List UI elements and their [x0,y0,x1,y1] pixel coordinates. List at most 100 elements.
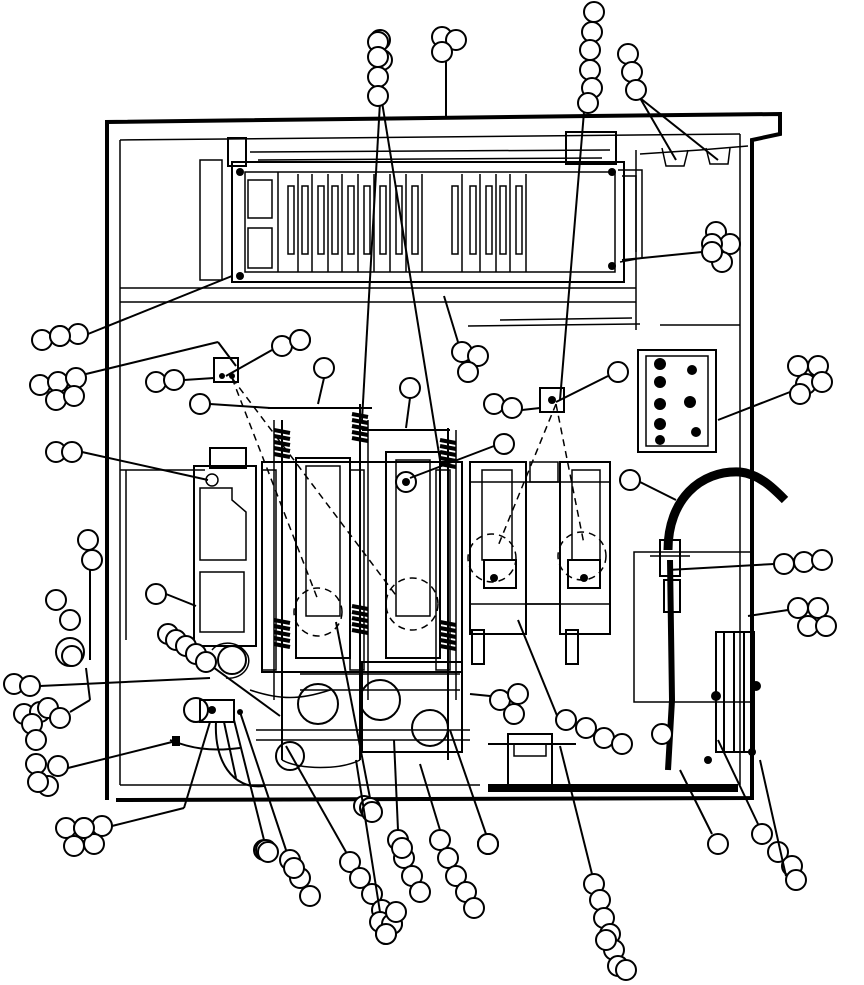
callout-c24 [747,597,837,637]
callout-c36 [419,763,485,919]
callout-balloon [67,323,89,345]
callout-c12 [399,377,421,429]
spring-coil [273,642,291,649]
callout-c07 [31,275,233,351]
callout-balloon [579,39,601,61]
callout-balloon [367,66,389,88]
callout-balloon [25,753,47,775]
card-slot [347,185,355,255]
spring-coil [273,624,291,631]
callout-c19 [717,355,833,421]
callout-c28 [21,667,91,751]
callout-balloon [271,335,293,357]
callout-c21 [619,469,677,501]
callout-balloon [607,361,629,383]
card-slot [515,185,523,255]
leader-line [69,699,91,713]
callout-c46 [355,759,407,945]
callout-balloon [437,847,459,869]
callout-c10 [145,369,215,393]
spring-coil [351,604,369,611]
leader-line [67,741,173,769]
callout-c40 [449,729,499,855]
leader-line [639,481,677,501]
breaker-units [469,461,611,665]
leader-line [469,693,491,697]
callout-balloon [555,709,577,731]
card-slot [317,185,325,255]
callout-balloon [595,929,617,951]
callout-balloon [431,41,453,63]
callout-c15 [483,393,541,419]
callout-balloon [615,959,637,981]
callout-balloon [349,867,371,889]
spring-coil [439,438,457,445]
callout-c18 [409,433,515,479]
callout-c04 [559,1,605,401]
spring-coil [439,632,457,639]
callout-balloon [47,371,69,393]
callout-balloon [361,801,383,823]
callout-balloon [195,651,217,673]
callout-balloon [375,923,397,945]
callout-balloon [793,551,815,573]
spring-coil [439,444,457,451]
leader-line [409,445,495,479]
card-slot [469,185,477,255]
spring-coil [439,638,457,645]
leader-line [559,745,593,875]
callout-balloon [445,865,467,887]
callout-balloon [73,817,95,839]
leader-line [747,609,789,617]
callout-balloon [283,857,305,879]
callout-balloon [299,885,321,907]
callout-balloon [19,675,41,697]
leader-line [111,807,185,827]
leader-line [667,563,775,571]
callout-balloon [789,383,811,405]
card-slot [301,185,309,255]
leader-line [381,101,441,461]
spring-coil [273,440,291,447]
callout-balloons [3,1,837,981]
callout-balloon [163,369,185,391]
callout-balloon [581,21,603,43]
resistor-stack [704,631,761,764]
callout-balloon [63,835,85,857]
callout-balloon [751,823,773,845]
leader-line [517,619,559,719]
leader-line [443,295,459,343]
callout-c14 [443,295,489,383]
spring-coil [439,644,457,651]
callout-balloon [83,833,105,855]
spring-coil [439,450,457,457]
terminal-board [637,349,717,453]
callout-c35 [387,739,431,903]
callout-c30 [25,741,173,797]
callout-balloon [589,889,611,911]
callout-c05 [617,43,719,161]
card-slot [379,185,387,255]
spring-coil [351,412,369,419]
callout-balloon [811,549,833,571]
callout-balloon [77,529,99,551]
spring-coil [351,436,369,443]
callout-balloon [501,397,523,419]
callout-balloon [27,771,49,793]
callout-balloon [807,597,829,619]
callout-balloon [313,357,335,379]
relay-rack [199,131,749,283]
leader-line [419,763,441,831]
leader-line [759,759,787,877]
callout-balloon [477,833,499,855]
callout-balloon [701,241,723,263]
leader-line [183,721,211,809]
callout-c16 [555,361,629,403]
leader-line [555,375,609,403]
card-slot [411,185,419,255]
callout-balloon [611,733,633,755]
callout-balloon [773,553,795,575]
leader-line [233,719,265,841]
callout-balloon [445,29,467,51]
